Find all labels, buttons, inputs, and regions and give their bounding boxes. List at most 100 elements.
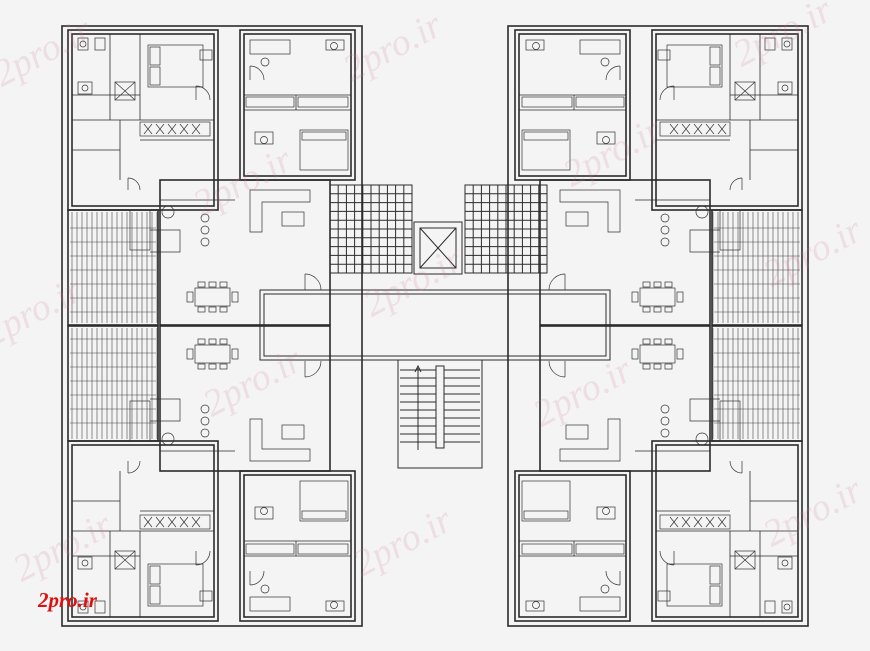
elevator-car bbox=[419, 227, 457, 269]
door bbox=[659, 85, 675, 101]
furniture bbox=[77, 37, 793, 614]
wardrobe bbox=[245, 96, 295, 108]
shower-drain bbox=[114, 550, 136, 570]
dining-chair bbox=[676, 348, 684, 360]
pillow bbox=[709, 565, 721, 585]
dining-chair bbox=[197, 281, 206, 288]
desk bbox=[254, 131, 274, 145]
dining-table bbox=[194, 344, 231, 364]
shower-drain bbox=[734, 550, 756, 570]
pillow bbox=[709, 46, 721, 66]
dining-chair bbox=[676, 291, 684, 303]
pillow bbox=[301, 510, 347, 520]
counter-cross bbox=[143, 516, 153, 528]
pillow bbox=[709, 66, 721, 86]
counter-cross bbox=[693, 123, 703, 135]
double-bed bbox=[147, 563, 204, 607]
counter-cross bbox=[717, 516, 727, 528]
coffee-table bbox=[565, 424, 589, 440]
sink-basin bbox=[695, 205, 709, 219]
dining-chair bbox=[197, 338, 206, 345]
door bbox=[249, 65, 265, 81]
counter-cross bbox=[705, 123, 715, 135]
kitchen-counter bbox=[139, 514, 211, 530]
door bbox=[249, 570, 265, 586]
elevator-cross bbox=[419, 227, 457, 269]
chair bbox=[260, 584, 270, 594]
desk bbox=[325, 39, 345, 51]
bidet bbox=[94, 600, 106, 614]
counter-cross bbox=[681, 516, 691, 528]
double-bed bbox=[299, 129, 349, 171]
coffee-table bbox=[281, 211, 305, 227]
pillow bbox=[149, 46, 161, 66]
dining-chair bbox=[219, 363, 228, 370]
toilet-bowl bbox=[783, 603, 791, 611]
kitchen-island bbox=[150, 398, 181, 422]
sink-basin bbox=[161, 432, 175, 446]
bedroom-block-wall bbox=[514, 470, 631, 622]
stool bbox=[200, 404, 210, 414]
door bbox=[127, 177, 141, 191]
toilet-bowl bbox=[783, 40, 791, 48]
desk bbox=[249, 596, 291, 612]
walls bbox=[61, 25, 809, 627]
wardrobe bbox=[521, 543, 573, 555]
counter-cross bbox=[167, 516, 177, 528]
dining-chair bbox=[653, 306, 662, 313]
door bbox=[729, 177, 743, 191]
dining-chair bbox=[664, 306, 673, 313]
dining-chair bbox=[642, 363, 651, 370]
dining-chair bbox=[208, 281, 217, 288]
sink-basin bbox=[81, 559, 89, 567]
desk bbox=[596, 506, 616, 520]
dining-chair bbox=[197, 363, 206, 370]
chair bbox=[330, 601, 338, 609]
shower-drain bbox=[114, 81, 136, 101]
pillow bbox=[149, 565, 161, 585]
double-bed bbox=[299, 480, 349, 522]
desk bbox=[579, 39, 621, 55]
counter-cross bbox=[693, 516, 703, 528]
toilet bbox=[781, 37, 793, 51]
bidet bbox=[764, 600, 776, 614]
door bbox=[729, 460, 743, 474]
sink-basin bbox=[81, 84, 89, 92]
dining-chair bbox=[208, 338, 217, 345]
desk bbox=[325, 600, 345, 612]
toilet-bowl bbox=[79, 40, 87, 48]
kitchen-island bbox=[150, 229, 181, 253]
counter-cross bbox=[669, 123, 679, 135]
kitchen-counter bbox=[139, 121, 211, 137]
dining-chair bbox=[664, 363, 673, 370]
sink-basin bbox=[781, 559, 789, 567]
chair bbox=[602, 136, 610, 144]
dining-chair bbox=[231, 348, 239, 360]
stool bbox=[200, 237, 210, 247]
living-room-wall bbox=[539, 325, 711, 472]
dining-chair bbox=[653, 363, 662, 370]
bidet bbox=[764, 37, 776, 51]
stool bbox=[660, 213, 670, 223]
pillow bbox=[523, 131, 569, 141]
dining-table bbox=[639, 344, 676, 364]
stool bbox=[200, 428, 210, 438]
counter-cross bbox=[179, 516, 189, 528]
sink bbox=[77, 81, 93, 95]
door bbox=[659, 550, 675, 566]
sink-basin bbox=[695, 432, 709, 446]
counter-cross bbox=[669, 516, 679, 528]
dining-chair bbox=[186, 291, 194, 303]
chair bbox=[600, 584, 610, 594]
sofa bbox=[559, 189, 621, 233]
double-bed bbox=[666, 563, 723, 607]
chair bbox=[532, 42, 540, 50]
stair-arrow bbox=[414, 364, 422, 373]
desk bbox=[525, 600, 545, 612]
toilet bbox=[77, 600, 89, 614]
chair bbox=[260, 136, 268, 144]
kitchen-counter bbox=[659, 514, 731, 530]
desk bbox=[254, 506, 274, 520]
nightstand bbox=[657, 49, 671, 61]
